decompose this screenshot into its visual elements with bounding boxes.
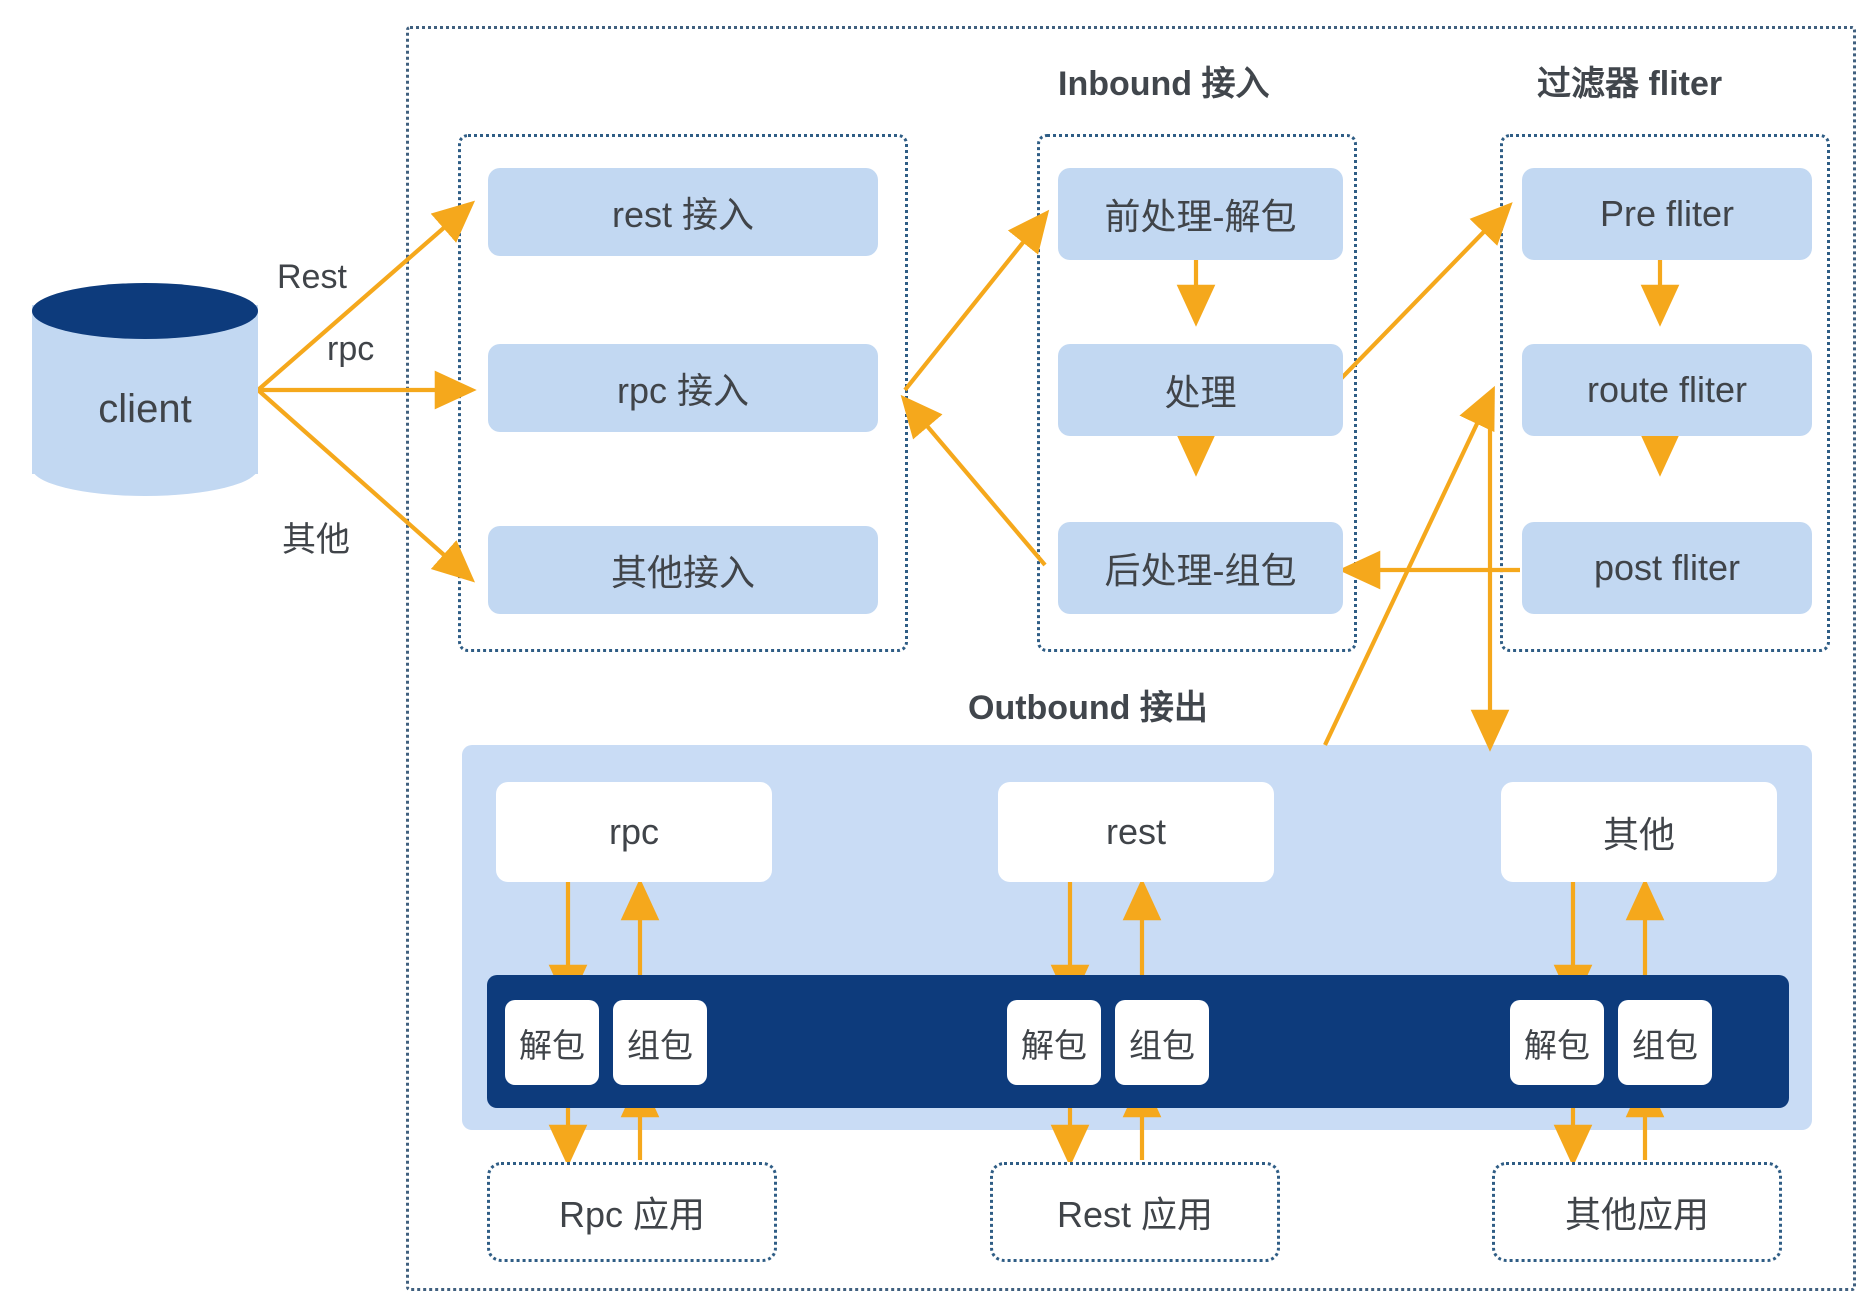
inbound-box-process[interactable]: 处理 [1058, 344, 1343, 436]
codec-decode-rpc[interactable]: 解包 [505, 1000, 599, 1085]
filter-box-route-label: route fliter [1586, 369, 1748, 410]
outbound-protocol-rest[interactable]: rest [998, 782, 1274, 882]
inbound-box-postprocess-label: 后处理-组包 [1104, 550, 1297, 591]
client-label: client [98, 387, 192, 431]
app-box-rpc-label: Rpc 应用 [558, 1194, 706, 1235]
client-cylinder: client [32, 283, 258, 496]
inbound-box-postprocess[interactable]: 后处理-组包 [1058, 522, 1343, 614]
app-box-rest-label: Rest 应用 [1056, 1194, 1214, 1235]
access-box-other-label: 其他接入 [610, 552, 755, 593]
system-boundary-frame [406, 26, 1856, 1291]
outbound-protocol-other-label: 其他 [1602, 814, 1675, 855]
access-box-rest[interactable]: rest 接入 [488, 168, 878, 256]
codec-decode-rpc-label: 解包 [519, 1026, 585, 1064]
codec-encode-rest[interactable]: 组包 [1115, 1000, 1209, 1085]
codec-encode-other[interactable]: 组包 [1618, 1000, 1712, 1085]
inbound-box-preprocess[interactable]: 前处理-解包 [1058, 168, 1343, 260]
edge-label-rpc: rpc [327, 330, 375, 368]
outbound-protocol-other[interactable]: 其他 [1501, 782, 1777, 882]
codec-encode-rpc[interactable]: 组包 [613, 1000, 707, 1085]
inbound-box-process-label: 处理 [1164, 372, 1237, 413]
app-box-other-label: 其他应用 [1564, 1194, 1709, 1235]
codec-decode-other-label: 解包 [1524, 1026, 1590, 1064]
access-box-rest-label: rest 接入 [611, 194, 754, 235]
outbound-protocol-rpc[interactable]: rpc [496, 782, 772, 882]
filter-box-post[interactable]: post fliter [1522, 522, 1812, 614]
access-box-other[interactable]: 其他接入 [488, 526, 878, 614]
filter-section-title: 过滤器 fliter [1537, 65, 1723, 103]
filter-box-pre[interactable]: Pre fliter [1522, 168, 1812, 260]
app-box-other[interactable]: 其他应用 [1492, 1162, 1782, 1262]
codec-encode-other-label: 组包 [1632, 1026, 1698, 1064]
app-box-rest[interactable]: Rest 应用 [990, 1162, 1280, 1262]
access-box-rpc[interactable]: rpc 接入 [488, 344, 878, 432]
codec-decode-other[interactable]: 解包 [1510, 1000, 1604, 1085]
outbound-section-title: Outbound 接出 [968, 689, 1208, 727]
cylinder-top-ellipse [32, 283, 258, 339]
codec-encode-rpc-label: 组包 [627, 1026, 693, 1064]
outbound-protocol-rpc-label: rpc [608, 811, 659, 852]
edge-label-other: 其他 [282, 521, 350, 559]
edge-label-rest: Rest [277, 258, 347, 296]
filter-box-post-label: post fliter [1593, 547, 1741, 588]
cylinder-bottom-ellipse [32, 440, 258, 496]
filter-group-container [1500, 134, 1830, 652]
outbound-protocol-rest-label: rest [1105, 811, 1166, 852]
app-box-rpc[interactable]: Rpc 应用 [487, 1162, 777, 1262]
access-box-rpc-label: rpc 接入 [616, 370, 749, 411]
inbound-box-preprocess-label: 前处理-解包 [1104, 196, 1297, 237]
codec-encode-rest-label: 组包 [1129, 1026, 1195, 1064]
codec-decode-rest-label: 解包 [1021, 1026, 1087, 1064]
filter-box-pre-label: Pre fliter [1599, 193, 1735, 234]
inbound-section-title: Inbound 接入 [1058, 65, 1270, 103]
filter-box-route[interactable]: route fliter [1522, 344, 1812, 436]
codec-decode-rest[interactable]: 解包 [1007, 1000, 1101, 1085]
